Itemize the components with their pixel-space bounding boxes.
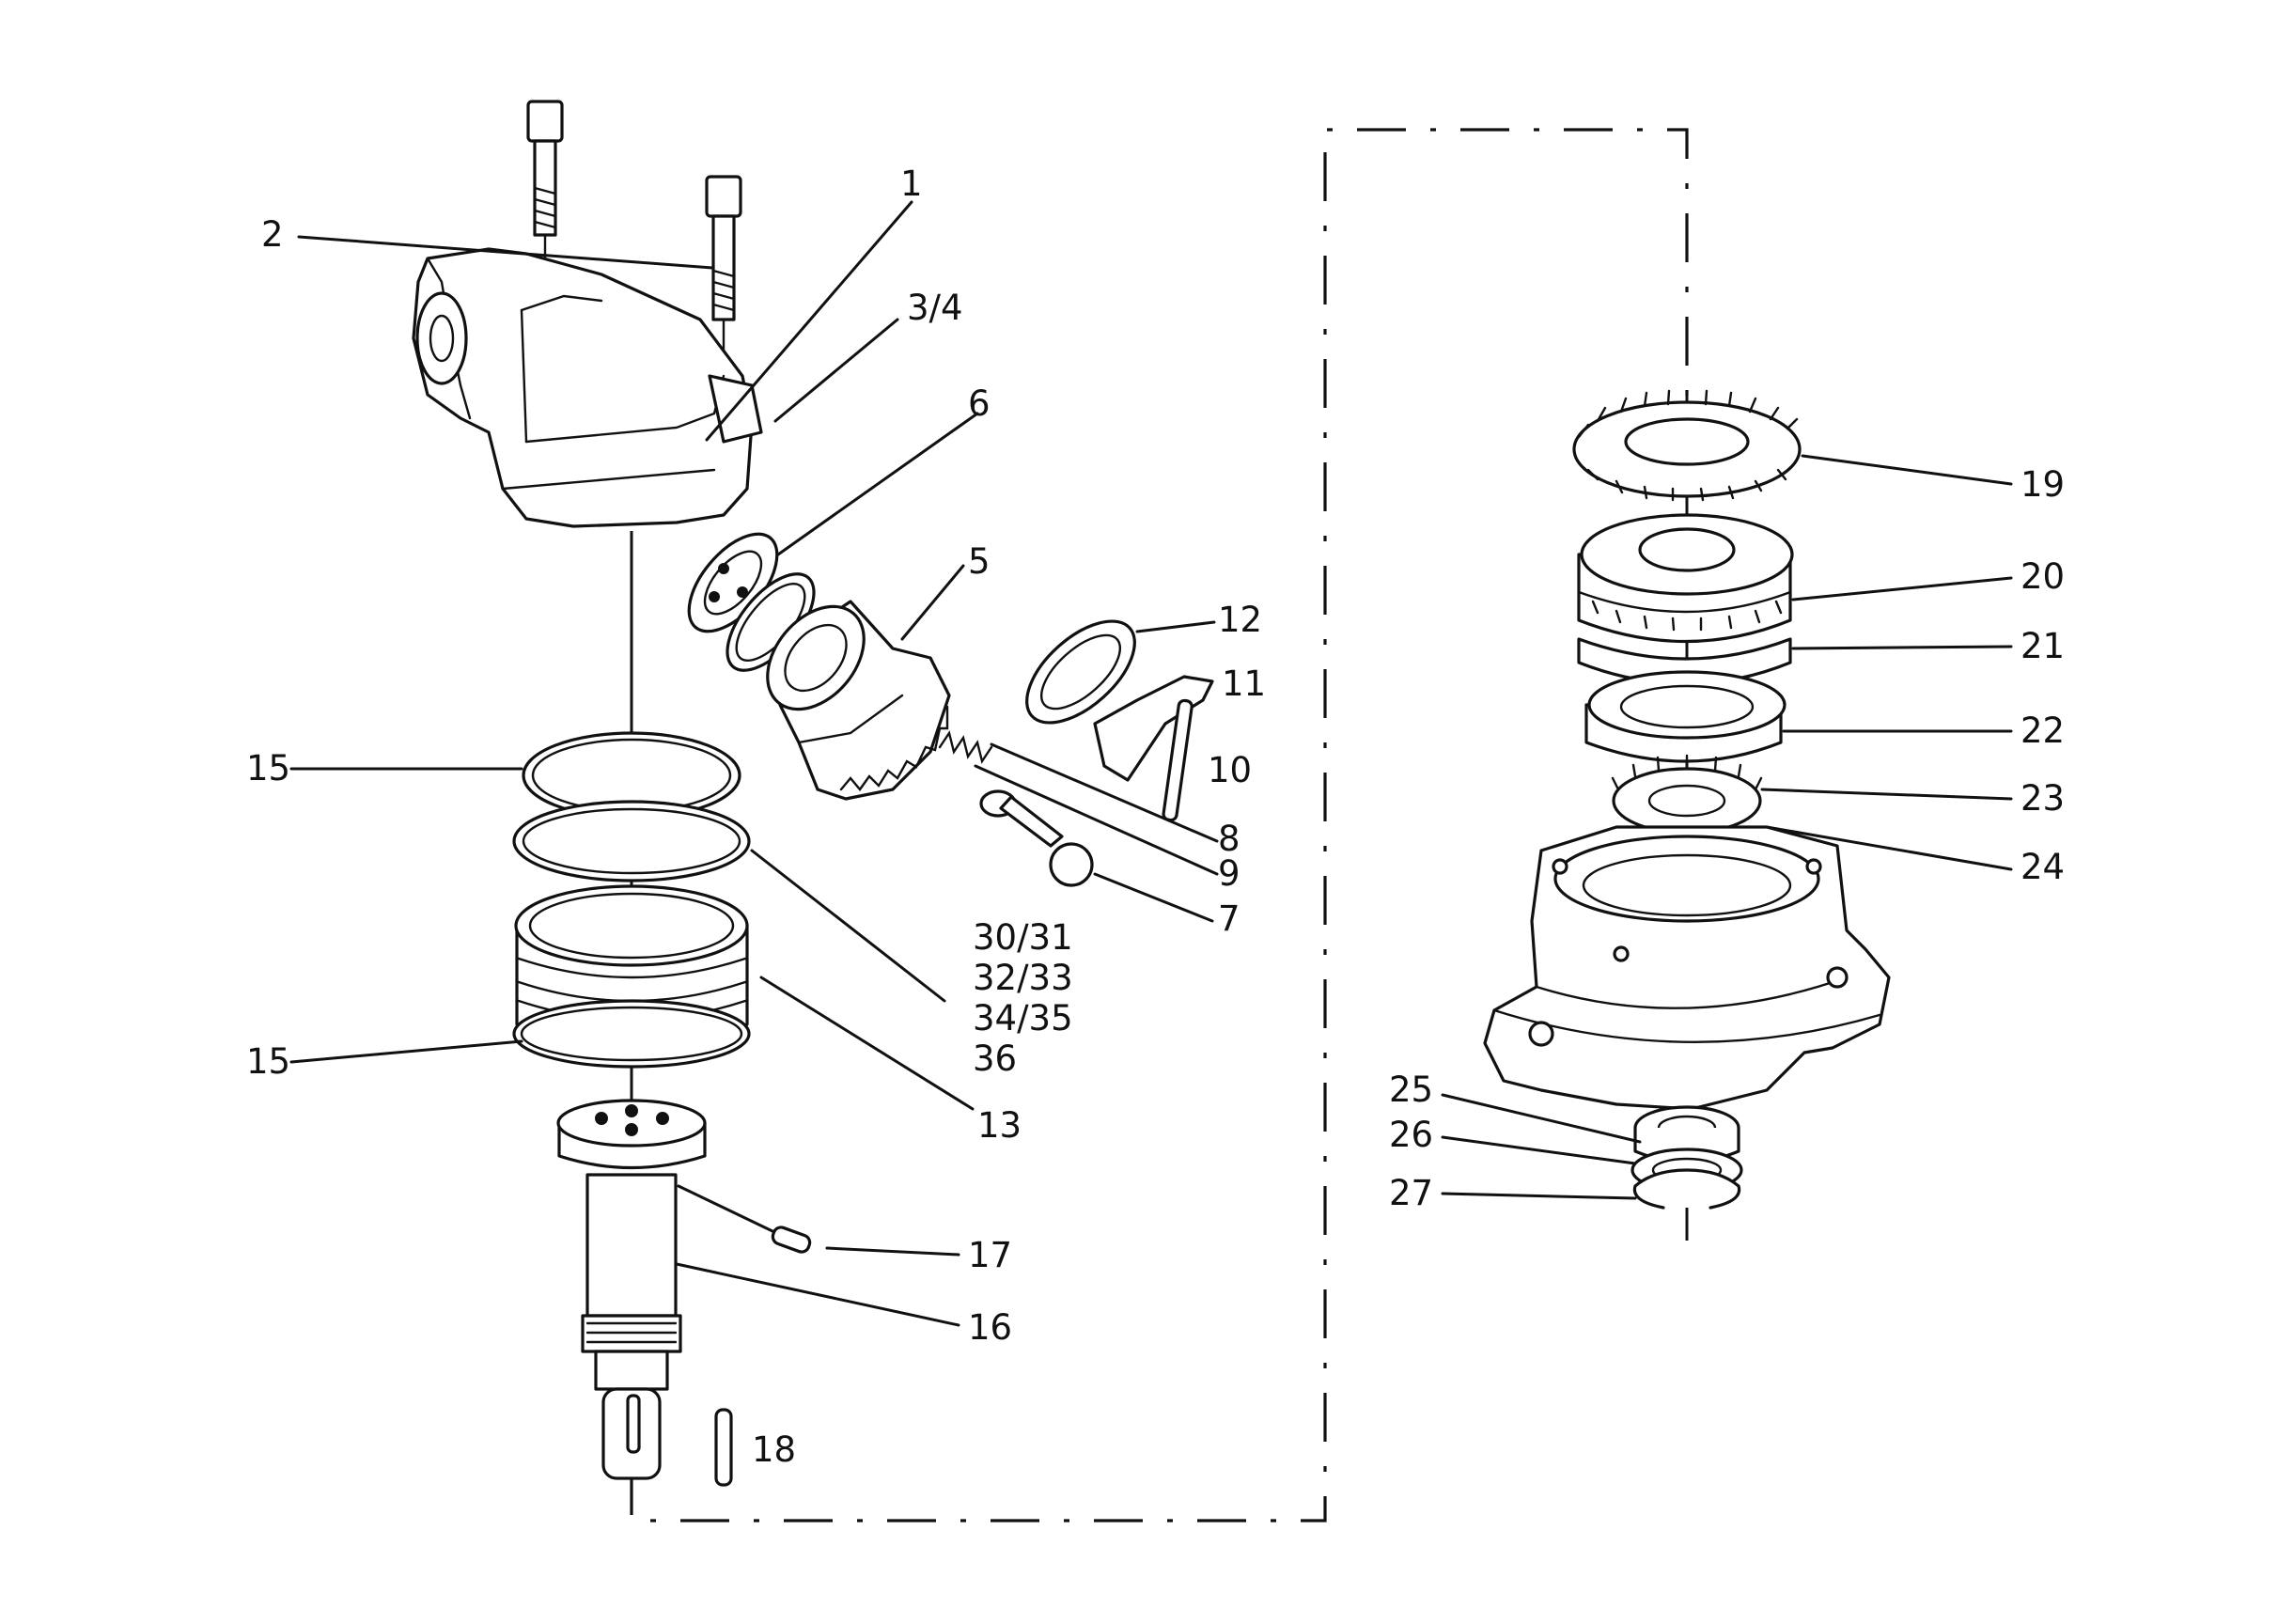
label-30-31: 30/31: [973, 917, 1073, 958]
label-8: 8: [1218, 819, 1240, 859]
label-12: 12: [1218, 600, 1262, 640]
leader-2: [297, 235, 714, 270]
selector-ring: [1025, 619, 1136, 725]
taper-bearing: [1577, 513, 1794, 644]
circlip: [1632, 1168, 1741, 1210]
leader-16: [675, 1262, 960, 1327]
leader-13: [759, 976, 975, 1111]
label-9: 9: [1218, 853, 1240, 894]
leader-9: [974, 764, 1219, 876]
label-34-35: 34/35: [973, 998, 1073, 1038]
leader-15-lower: [289, 1039, 523, 1064]
pinion-gear: [1611, 754, 1763, 835]
label-26: 26: [1389, 1115, 1433, 1155]
leader-17: [825, 1246, 960, 1257]
label-21: 21: [2021, 626, 2065, 666]
leader-1: [705, 200, 913, 442]
label-3-4: 3/4: [907, 288, 963, 328]
label-25: 25: [1389, 1070, 1433, 1110]
output-shaft: [556, 1099, 707, 1480]
shift-fork: [1093, 675, 1214, 782]
leader-26: [1441, 1135, 1637, 1165]
leader-3-4: [773, 318, 899, 423]
leader-24: [1765, 825, 2013, 871]
label-24: 24: [2021, 847, 2065, 887]
label-13: 13: [977, 1105, 1022, 1146]
leader-17-shaft: [677, 1184, 774, 1233]
leader-12: [1135, 620, 1216, 633]
pin-18: [714, 1408, 733, 1487]
label-36: 36: [973, 1038, 1017, 1079]
bevel-gear: [1572, 389, 1802, 502]
label-18: 18: [752, 1429, 796, 1470]
detent-plunger: [979, 789, 1094, 887]
label-10: 10: [1208, 750, 1252, 790]
detent-spring: [938, 730, 993, 764]
leader-21: [1791, 645, 2013, 650]
leader-20: [1791, 576, 2013, 601]
leader-6: [776, 412, 979, 556]
leader-27: [1441, 1192, 1637, 1200]
label-7: 7: [1218, 898, 1240, 939]
label-32-33: 32/33: [973, 958, 1073, 998]
bearing-cup: [1584, 670, 1787, 763]
assembly-link-line: [630, 128, 1689, 1522]
label-11: 11: [1222, 664, 1266, 704]
label-22: 22: [2021, 710, 2065, 751]
leader-8: [990, 742, 1219, 843]
leader-5: [900, 564, 965, 641]
roll-pin: [1162, 698, 1194, 822]
leader-23: [1760, 788, 2013, 801]
gear-hub: [766, 600, 951, 801]
label-2: 2: [261, 214, 284, 255]
label-20: 20: [2021, 556, 2065, 597]
label-27: 27: [1389, 1173, 1433, 1213]
label-5: 5: [968, 541, 991, 582]
label-15-lower: 15: [246, 1041, 290, 1082]
leader-7: [1093, 872, 1214, 923]
gearbox-housing: [1483, 825, 1891, 1111]
label-6: 6: [968, 383, 991, 424]
leader-30-36: [750, 849, 946, 1003]
label-23: 23: [2021, 778, 2065, 819]
o-ring-lower: [512, 999, 751, 1069]
label-19: 19: [2021, 464, 2065, 505]
snap-ring-middle: [512, 800, 751, 882]
leader-19: [1801, 454, 2013, 486]
upper-housing: [412, 247, 763, 528]
dowel-pin-17: [771, 1226, 812, 1254]
label-16: 16: [968, 1307, 1012, 1348]
label-1: 1: [900, 164, 923, 204]
label-17: 17: [968, 1235, 1012, 1275]
label-15-upper: 15: [246, 748, 290, 789]
leader-25: [1441, 1093, 1642, 1144]
